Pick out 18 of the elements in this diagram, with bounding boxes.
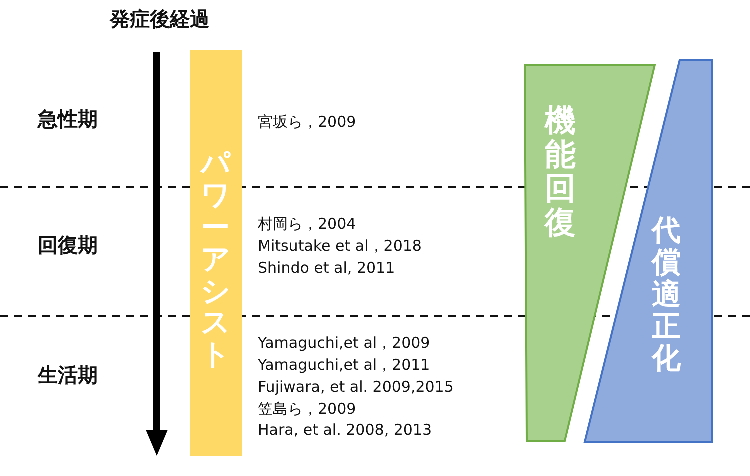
reference-text: Hara, et al. 2008, 2013 [258, 421, 432, 439]
reference-text: 村岡ら，2004 [258, 215, 356, 234]
title: 発症後経過 [110, 6, 210, 33]
vertical-text: パワーアシスト [201, 148, 230, 372]
phase-label: 回復期 [38, 232, 98, 259]
phase-label: 急性期 [38, 106, 98, 133]
phase-label: 生活期 [38, 362, 98, 389]
vertical-text: 代償適正化 [652, 215, 681, 374]
reference-text: 宮坂ら，2009 [258, 113, 356, 132]
reference-text: Shindo et al, 2011 [258, 259, 396, 277]
vertical-bar [190, 50, 242, 456]
reference-text: Mitsutake et al，2018 [258, 237, 422, 256]
reference-text: Fujiwara, et al. 2009,2015 [258, 378, 454, 396]
reference-text: 笠島ら，2009 [258, 400, 356, 419]
reference-text: Yamaguchi,et al，2011 [258, 356, 430, 375]
reference-text: Yamaguchi,et al，2009 [258, 334, 430, 353]
vertical-text: 機能回復 [545, 104, 576, 240]
trapezoid-shape [582, 57, 715, 445]
